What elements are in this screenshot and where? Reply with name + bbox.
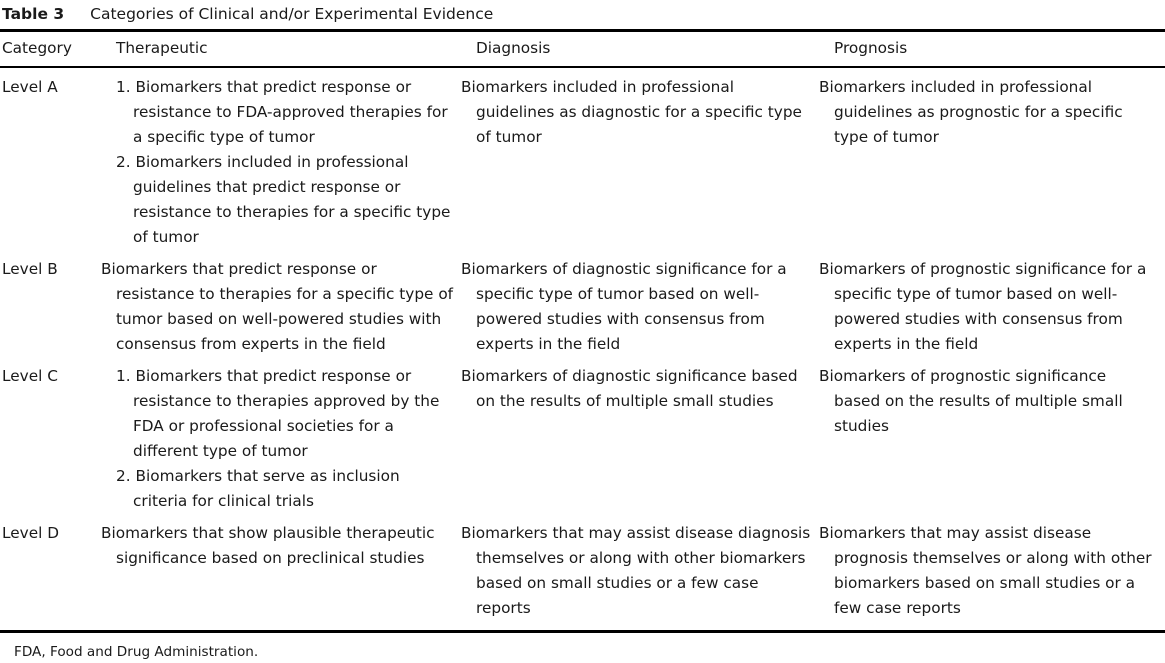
cell-category: Level A <box>2 77 58 96</box>
table-row: Level C 1. Biomarkers that predict respo… <box>0 357 1165 514</box>
cell-diagnosis: Biomarkers that may assist disease diagn… <box>461 523 811 617</box>
table-number-label: Table 3 <box>2 5 65 23</box>
table-row: Level D Biomarkers that show plausible t… <box>0 514 1165 630</box>
cell-prognosis: Biomarkers that may assist disease progn… <box>819 523 1152 617</box>
cell-category: Level C <box>2 366 58 385</box>
column-header-prognosis: Prognosis <box>834 39 908 57</box>
cell-category: Level D <box>2 523 60 542</box>
cell-therapeutic: Biomarkers that predict response or resi… <box>101 259 454 353</box>
list-item-text: Biomarkers that serve as inclusion crite… <box>133 466 400 510</box>
list-item-text: Biomarkers that predict response or resi… <box>133 366 440 460</box>
table-row: Level A 1. Biomarkers that predict respo… <box>0 68 1165 250</box>
column-header-diagnosis: Diagnosis <box>476 39 551 57</box>
table-header-row: Category Therapeutic Diagnosis Prognosis <box>0 32 1165 66</box>
list-item: 2. Biomarkers that serve as inclusion cr… <box>116 464 456 514</box>
table-title-text: Categories of Clinical and/or Experiment… <box>90 5 494 23</box>
list-item-number: 1. <box>116 77 131 96</box>
column-header-therapeutic: Therapeutic <box>116 39 208 57</box>
list-item: 2. Biomarkers included in professional g… <box>116 150 456 250</box>
table-footnote: FDA, Food and Drug Administration. <box>14 643 259 660</box>
cell-therapeutic: Biomarkers that show plausible therapeut… <box>101 523 435 567</box>
therapeutic-list: 1. Biomarkers that predict response or r… <box>116 75 456 250</box>
list-item-number: 1. <box>116 366 131 385</box>
list-item: 1. Biomarkers that predict response or r… <box>116 75 456 150</box>
cell-prognosis: Biomarkers included in professional guid… <box>819 77 1123 146</box>
list-item-number: 2. <box>116 152 131 171</box>
list-item-text: Biomarkers that predict response or resi… <box>133 77 448 146</box>
list-item: 1. Biomarkers that predict response or r… <box>116 364 456 464</box>
cell-therapeutic: 1. Biomarkers that predict response or r… <box>108 75 468 250</box>
rule-bottom <box>0 629 1165 633</box>
cell-therapeutic: 1. Biomarkers that predict response or r… <box>108 364 468 514</box>
list-item-text: Biomarkers included in professional guid… <box>133 152 451 246</box>
rule-header <box>0 66 1165 68</box>
table-caption: Table 3 Categories of Clinical and/or Ex… <box>0 0 1165 29</box>
therapeutic-list: 1. Biomarkers that predict response or r… <box>116 364 456 514</box>
column-header-category: Category <box>2 39 72 57</box>
list-item-number: 2. <box>116 466 131 485</box>
cell-diagnosis: Biomarkers of diagnostic significance ba… <box>461 366 798 410</box>
cell-category: Level B <box>2 259 58 278</box>
table-row: Level B Biomarkers that predict response… <box>0 250 1165 357</box>
rule-top <box>0 29 1165 32</box>
cell-diagnosis: Biomarkers included in professional guid… <box>461 77 802 146</box>
cell-prognosis: Biomarkers of prognostic significance ba… <box>819 366 1123 435</box>
cell-prognosis: Biomarkers of prognostic significance fo… <box>819 259 1147 353</box>
cell-diagnosis: Biomarkers of diagnostic significance fo… <box>461 259 787 353</box>
